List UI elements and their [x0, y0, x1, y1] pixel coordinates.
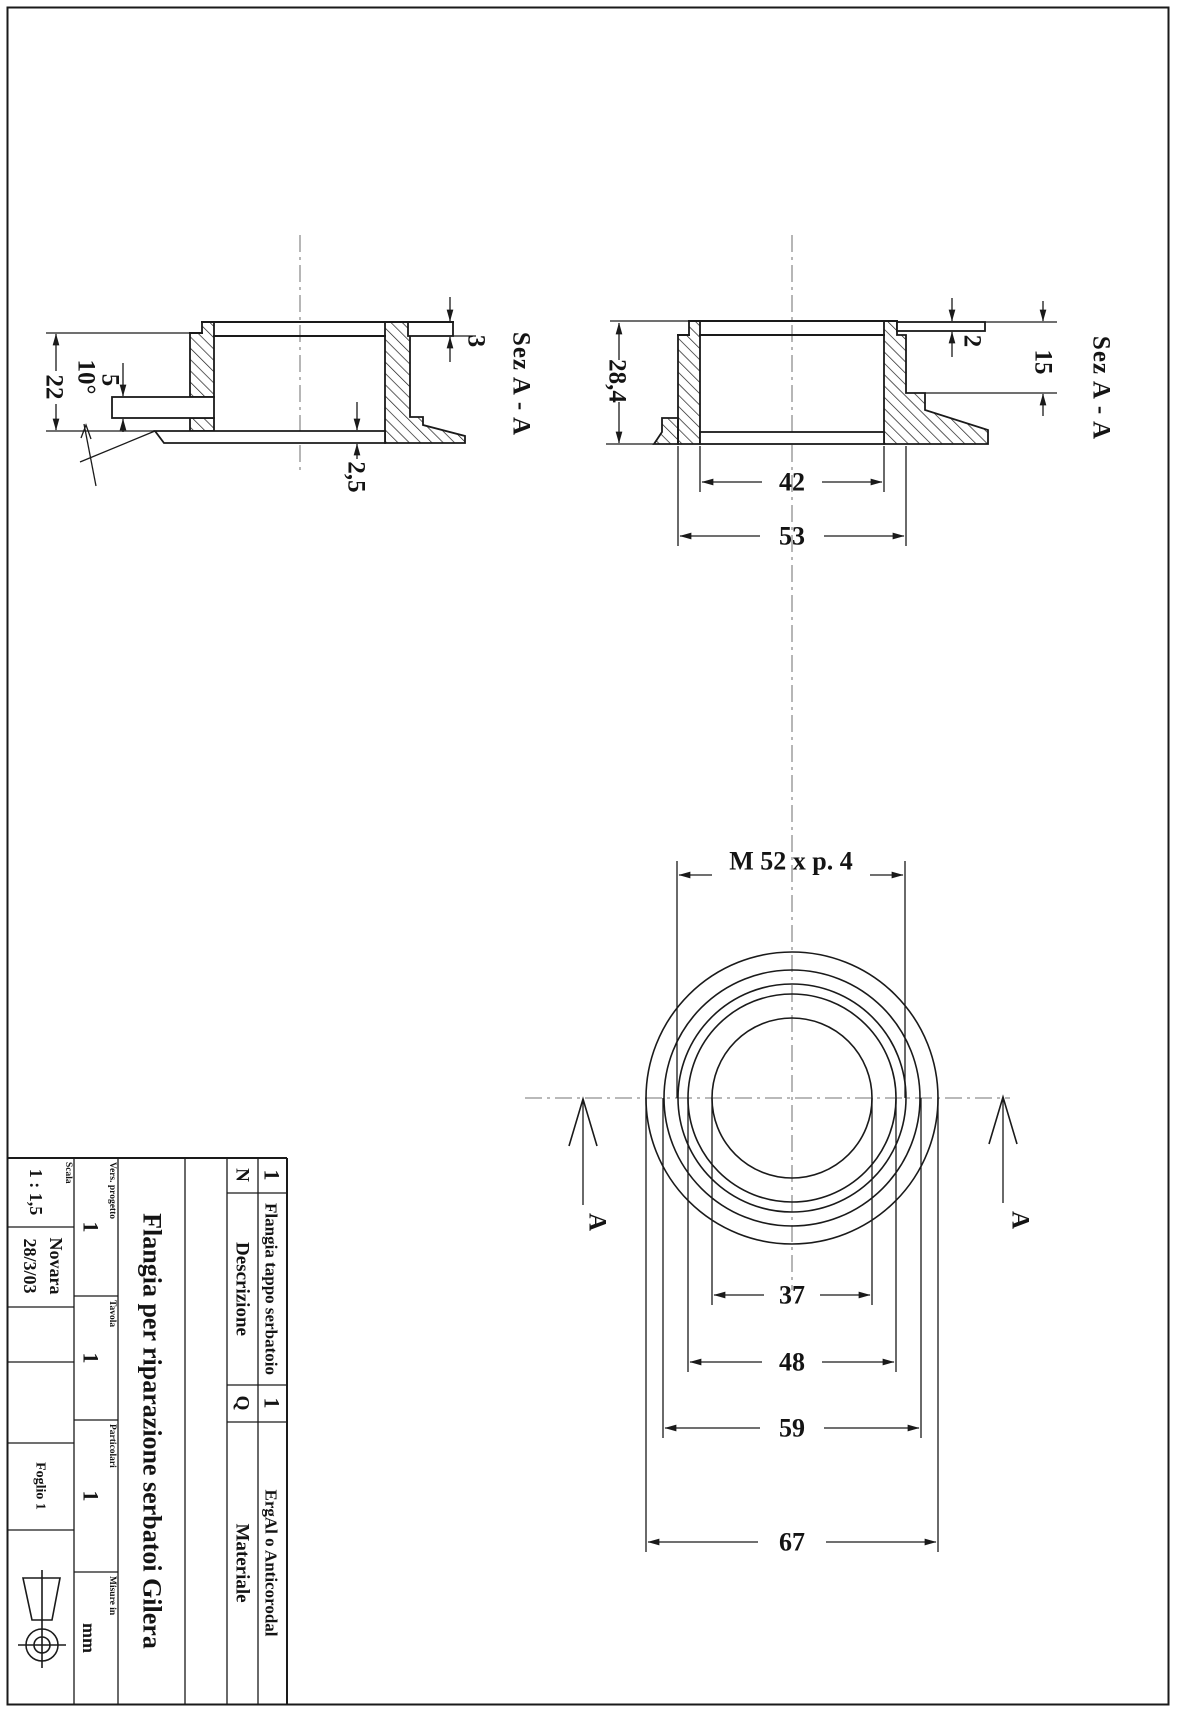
dim-37: 37: [779, 1281, 805, 1310]
parts-header-materiale: Materiale: [232, 1523, 253, 1602]
section-view-left: 22 10° 5 3 2,5 Sez A - A: [41, 235, 535, 493]
cut-arrowhead: [988, 1094, 1018, 1145]
dim-28-4: 28,4: [604, 359, 631, 403]
cut-label-a-left: A: [584, 1213, 611, 1231]
parts-qty-q: 1: [260, 1398, 285, 1409]
dim-59: 59: [779, 1414, 805, 1443]
dim-2: 2: [959, 335, 986, 348]
left-foot-hatch: [652, 417, 679, 445]
field-label-misure-in: Misure in: [107, 1576, 117, 1616]
cutting-plane-arrow-left: A: [568, 1096, 611, 1231]
dim-22: 22: [41, 375, 68, 400]
dim-42: 42: [779, 468, 805, 497]
parts-material: ErgAl o Anticorodal: [262, 1489, 281, 1636]
dim-angle: 10°: [73, 360, 100, 395]
field-value-scala: 1 : 1,5: [26, 1169, 46, 1216]
section-label-left: Sez A - A: [508, 332, 535, 436]
left-wall-lower-hatch: [189, 417, 215, 432]
angle-ref-line: [83, 423, 97, 487]
projection-symbol: [18, 1570, 66, 1668]
dim-67: 67: [779, 1528, 805, 1557]
dim-53: 53: [779, 522, 805, 551]
left-wall-hatch: [677, 320, 701, 445]
dim-2-5: 2,5: [343, 461, 370, 492]
right-wall-hatch: [384, 321, 466, 444]
section-view-right: 28,4 2 15 42 53 Sez A - A: [604, 235, 1115, 1290]
front-view: M 52 x p. 4 37 48 59 67 A: [525, 847, 1034, 1557]
taper-line: [79, 430, 156, 463]
field-date: 28/3/03: [20, 1238, 40, 1293]
cut-arrowhead: [568, 1096, 598, 1147]
field-label-particolari: Particolari: [107, 1424, 117, 1468]
sheet-border: [6, 6, 1170, 1706]
field-foglio: Foglio 1: [33, 1462, 48, 1510]
angle-arrowhead: [80, 423, 92, 440]
parts-header-descrizione: Descrizione: [232, 1242, 253, 1336]
parts-description: Flangia tappo serbatoio: [262, 1203, 281, 1375]
cutting-plane-arrow-right: A: [988, 1094, 1034, 1229]
circle-59: [663, 969, 921, 1227]
cut-label-a-right: A: [1007, 1211, 1034, 1229]
title-block: 1 Flangia tappo serbatoio 1 ErgAl o Anti…: [7, 1157, 288, 1705]
field-city: Novara: [46, 1238, 66, 1295]
section-label-right: Sez A - A: [1088, 336, 1115, 440]
dim-15: 15: [1030, 350, 1057, 375]
field-value-particolari: 1: [79, 1491, 104, 1502]
field-value-vers-progetto: 1: [79, 1222, 104, 1233]
dim-48: 48: [779, 1348, 805, 1377]
side-port: [111, 396, 215, 419]
dim-3: 3: [463, 335, 490, 348]
field-label-scala: Scala: [63, 1162, 73, 1184]
flange-plate: [699, 431, 885, 445]
top-lip: [896, 321, 986, 332]
dim-thread: M 52 x p. 4: [729, 847, 853, 876]
circle-thread: [677, 983, 907, 1213]
top-lip: [407, 321, 454, 337]
parts-header-q: Q: [232, 1396, 253, 1411]
field-value-tavola: 1: [79, 1353, 104, 1364]
flange-plate: [153, 430, 386, 444]
parts-qty-n: 1: [260, 1170, 285, 1181]
field-label-tavola: Tavola: [107, 1300, 117, 1327]
parts-header-n: N: [232, 1168, 253, 1182]
dim-5: 5: [97, 374, 124, 387]
field-label-vers-progetto: Vers. progetto: [107, 1162, 117, 1219]
field-value-misure: mm: [79, 1623, 99, 1653]
projection-cone-icon: [22, 1577, 61, 1621]
drawing-title: Flangia per riparazione serbatoi Gilera: [138, 1213, 167, 1649]
